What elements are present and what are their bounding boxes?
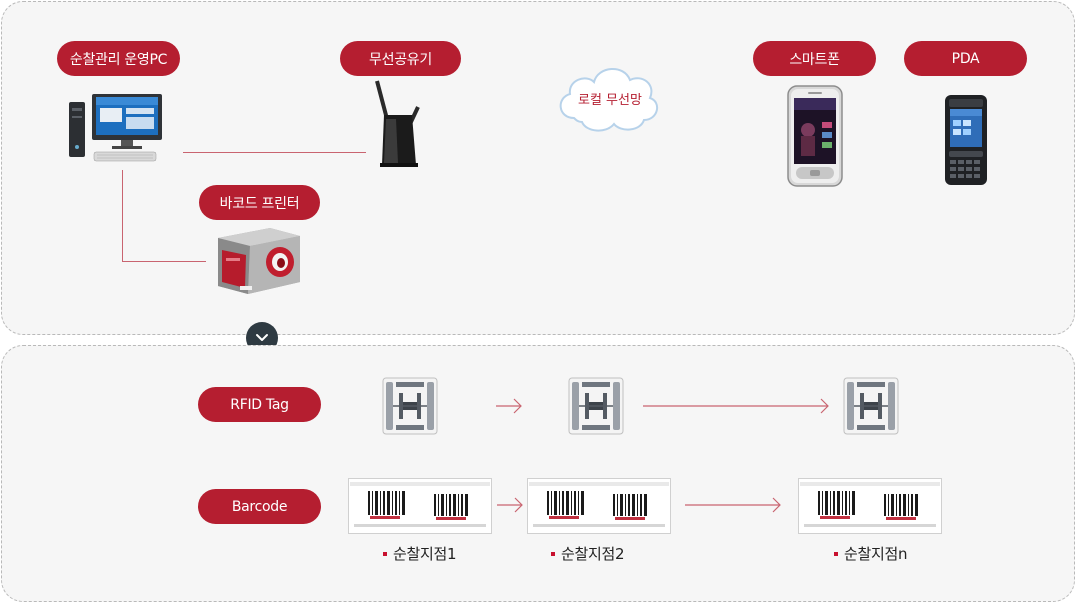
barcode-icon [527,478,671,534]
rfid-tag-label: RFID Tag [198,387,321,422]
bullet-icon [551,551,555,556]
rfid-tag-icon [843,377,899,435]
rfid-tag-icon [382,377,438,435]
barcode-icon [798,478,942,534]
smartphone-icon [787,85,843,187]
pda-label: PDA [904,41,1027,76]
arrow-right-icon [643,398,829,414]
checkpoint-label: 순찰지점1 [393,545,457,563]
router-label: 무선공유기 [340,41,461,76]
pda-icon [945,95,987,185]
checkpoint-panel [1,345,1075,602]
chevron-down-icon [256,334,268,341]
network-panel [1,1,1075,335]
checkpoint-label: 순찰지점n [844,545,908,563]
cloud-icon [559,68,659,132]
barcode-label: Barcode [198,489,321,524]
pc-printer-hline [122,261,206,262]
computer-icon [69,94,162,162]
barcode-printer-icon [218,228,300,294]
checkpoint-label: 순찰지점2 [561,545,625,563]
arrow-right-icon [497,497,523,513]
checkpoint-caption: 순찰지점n [834,543,908,564]
arrow-right-icon [496,398,522,414]
checkpoint-caption: 순찰지점1 [383,543,457,564]
pc-label: 순찰관리 운영PC [57,41,180,76]
bullet-icon [383,551,387,556]
local-wireless-network-label: 로컬 무선망 [578,93,642,108]
rfid-tag-icon [568,377,624,435]
bullet-icon [834,551,838,556]
smartphone-label: 스마트폰 [753,41,876,76]
wireless-router-icon [375,80,420,167]
pc-printer-vline [122,170,123,261]
printer-label: 바코드 프린터 [199,185,320,220]
pc-router-line [183,152,366,153]
barcode-icon [348,478,492,534]
checkpoint-caption: 순찰지점2 [551,543,625,564]
arrow-right-icon [685,497,781,513]
